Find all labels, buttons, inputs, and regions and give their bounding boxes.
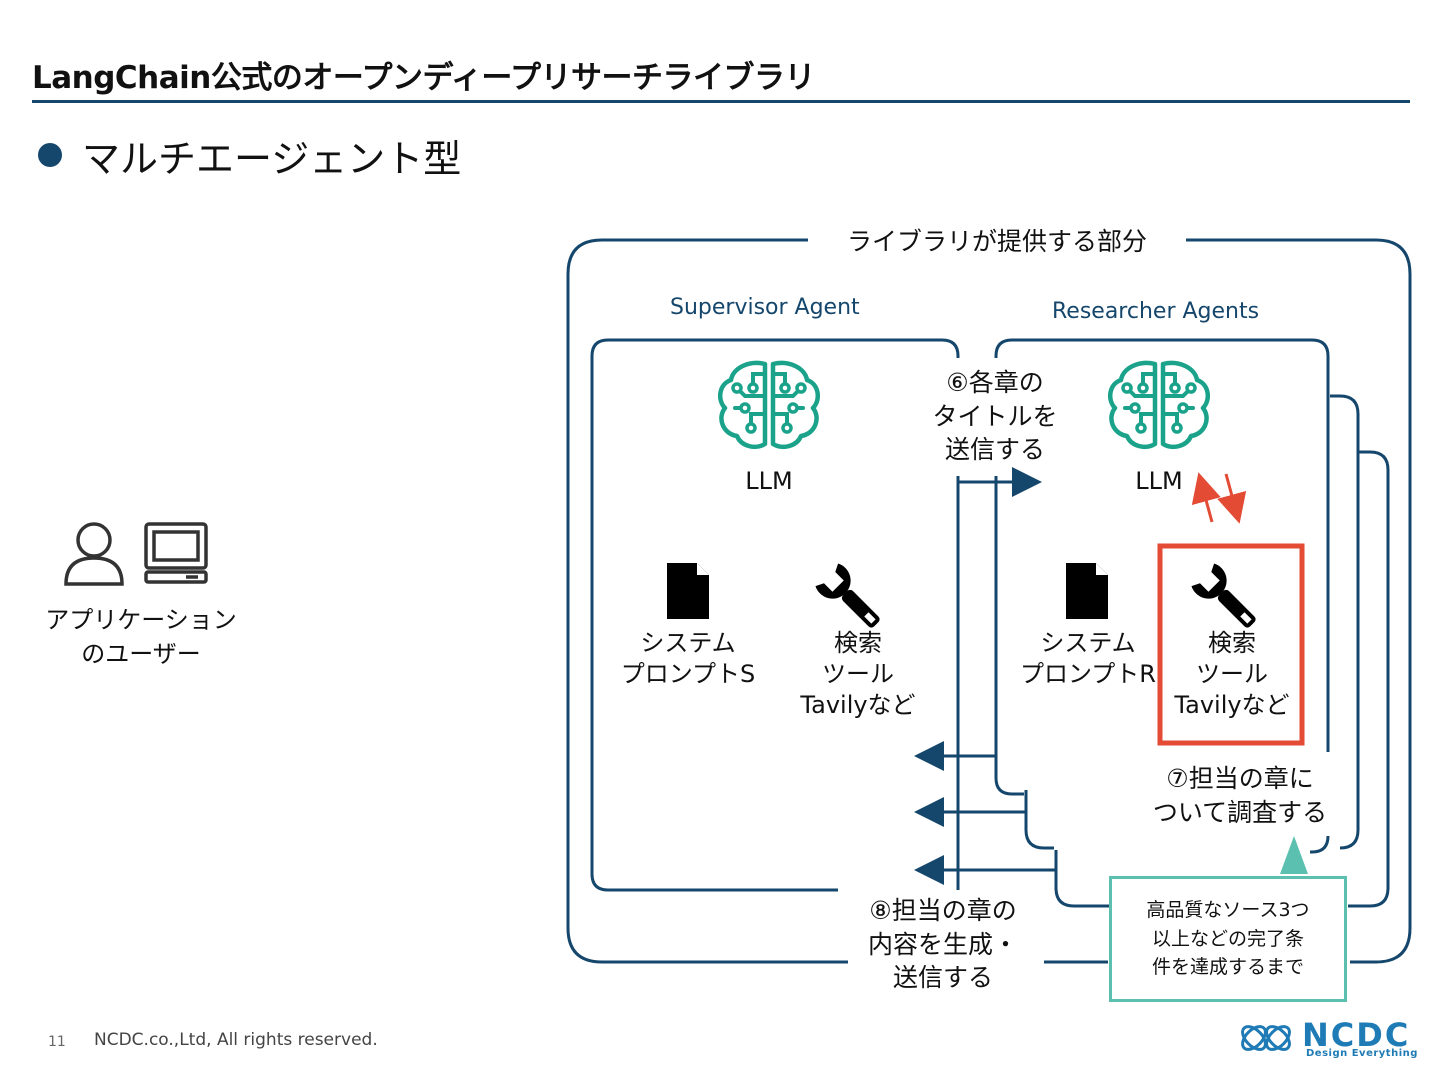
page-number: 11 (48, 1034, 66, 1050)
wrench-icon (1190, 562, 1266, 638)
person-icon (64, 522, 124, 586)
document-icon (667, 563, 709, 619)
researcher-agents-title: Researcher Agents (1046, 298, 1266, 327)
search-tool-highlight (1157, 543, 1305, 746)
researcher-prompt-label: システム プロンプトR (1020, 629, 1156, 689)
title-divider (32, 100, 1410, 103)
bullet-heading: マルチエージェント型 (82, 137, 462, 181)
ncdc-logo-tagline: Design Everything (1306, 1048, 1418, 1059)
slide-title: LangChain公式のオープンディープリサーチライブラリ (32, 60, 815, 96)
copyright-notice: NCDC.co.,Ltd, All rights reserved. (94, 1030, 378, 1050)
ncdc-logo-text: NCDC (1302, 1016, 1411, 1054)
brain-circuit-icon (1110, 363, 1208, 447)
researcher-llm-label: LLM (1135, 467, 1183, 495)
library-label: ライブラリが提供する部分 (808, 226, 1186, 259)
computer-icon (144, 522, 208, 584)
step-7-label: ⑦担当の章に ついて調査する (1140, 762, 1340, 829)
bullet-icon (38, 143, 62, 167)
app-user-label: アプリケーション のユーザー (45, 606, 237, 668)
step-6-label: ⑥各章の タイトルを 送信する (922, 366, 1068, 467)
researcher-tool-label: 検索 ツール Tavilyなど (1174, 629, 1290, 720)
supervisor-tool-label: 検索 ツール Tavilyなど (800, 629, 916, 720)
completion-condition-note: 高品質なソース3つ 以上などの完了条 件を達成するまで (1109, 876, 1347, 1002)
wrench-icon (814, 562, 890, 638)
ncdc-logo-icon (1241, 1025, 1291, 1051)
supervisor-prompt-label: システム プロンプトS (620, 629, 756, 689)
document-icon (1066, 563, 1108, 619)
brain-circuit-icon (720, 363, 818, 447)
step-8-label: ⑧担当の章の 内容を生成・ 送信する (848, 894, 1038, 995)
supervisor-agent-title: Supervisor Agent (664, 294, 866, 323)
supervisor-llm-label: LLM (745, 467, 793, 495)
